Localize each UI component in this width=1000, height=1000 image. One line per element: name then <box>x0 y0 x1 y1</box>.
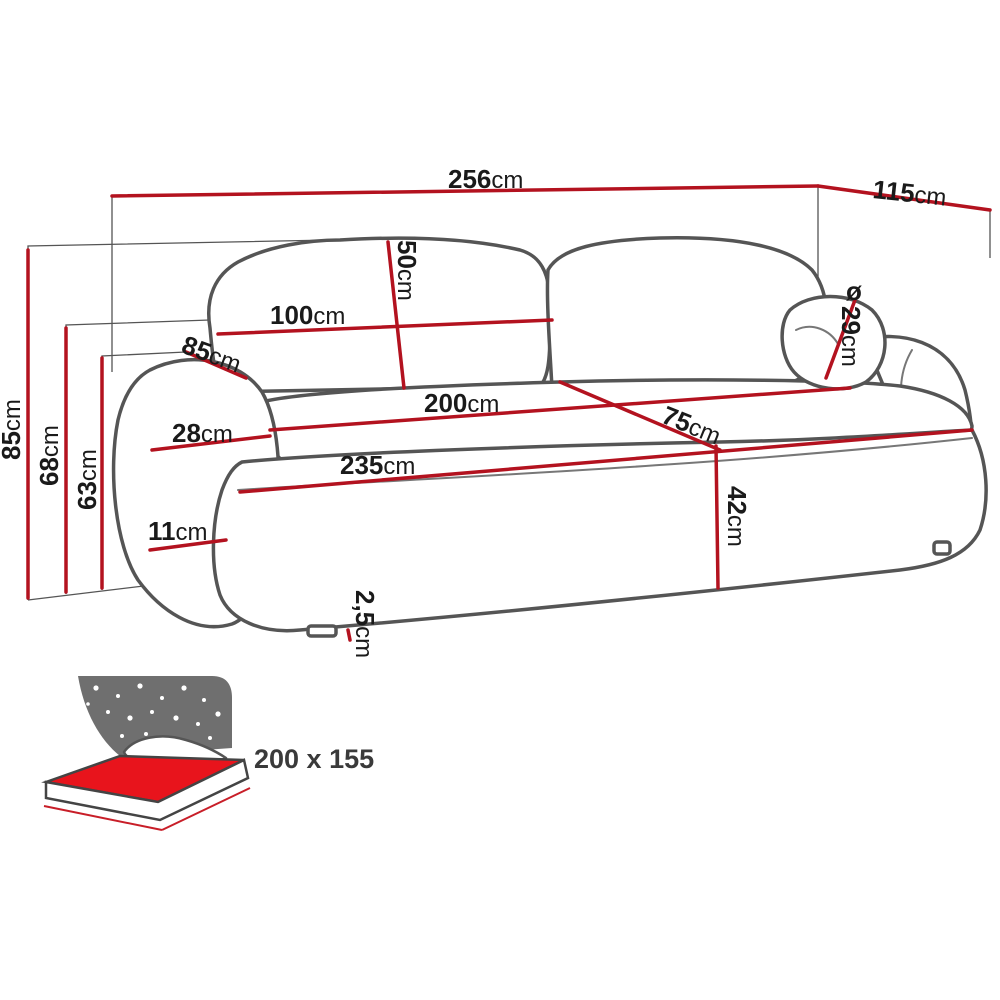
label-seat-width: 200cm <box>424 388 499 418</box>
label-diameter-symbol: ø <box>846 276 862 306</box>
label-back-height: 85cm <box>0 399 26 460</box>
label-pillow-diameter: 29cm <box>836 306 866 367</box>
front-leg-right <box>932 540 952 556</box>
label-armrest-inner-height: 63cm <box>72 449 102 510</box>
label-overall-length: 256cm <box>448 164 523 194</box>
round-pillow <box>780 294 887 391</box>
label-cushion-height: 50cm <box>392 240 422 301</box>
bed-base <box>44 758 250 822</box>
stars-icon <box>86 683 221 740</box>
label-cushion-width: 100cm <box>270 300 345 330</box>
dimension-lines <box>26 184 992 642</box>
label-armrest-lower: 11cm <box>148 516 208 546</box>
sleeping-area-label: 200 x 155 <box>254 744 374 774</box>
label-armrest-width: 28cm <box>172 418 233 448</box>
label-seat-height: 42cm <box>722 486 752 547</box>
front-leg-left <box>306 624 338 638</box>
label-overall-depth: 115cm <box>871 174 948 212</box>
bed-function-icon <box>41 676 251 831</box>
label-leg-height: 2,5cm <box>350 590 380 658</box>
label-front-length: 235cm <box>340 450 415 480</box>
back-cushion-left <box>207 236 553 394</box>
label-armrest-height: 68cm <box>34 425 64 486</box>
back-cushion-right <box>545 236 829 390</box>
